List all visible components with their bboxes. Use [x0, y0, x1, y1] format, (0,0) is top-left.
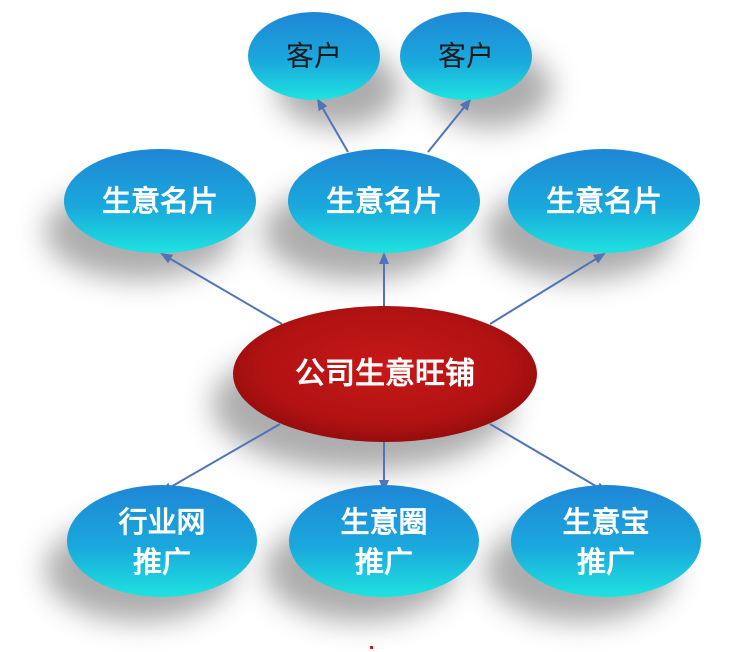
hub-node: 公司生意旺铺 — [233, 306, 537, 442]
promo-node-center: 生意圈 推广 — [289, 485, 479, 597]
customer-label: 客户 — [286, 40, 342, 73]
arrow-hub-to-card-right — [489, 252, 606, 325]
card-node-right: 生意名片 — [508, 149, 700, 253]
card-label: 生意名片 — [546, 184, 662, 218]
promo-label-line2: 推广 — [577, 545, 635, 579]
card-node-center: 生意名片 — [288, 149, 480, 253]
card-node-left: 生意名片 — [64, 149, 256, 253]
hub-label: 公司生意旺铺 — [295, 357, 475, 392]
promo-label-line1: 行业网 — [117, 505, 205, 539]
customer-label: 客户 — [438, 40, 494, 73]
customer-node-right: 客户 — [400, 12, 532, 100]
arrow-hub-to-promo-left — [160, 423, 281, 493]
arrow-hub-to-promo-right — [489, 423, 608, 494]
promo-node-right: 生意宝 推广 — [511, 485, 701, 597]
promo-node-left: 行业网 推广 — [67, 485, 257, 597]
promo-label-line1: 生意圈 — [340, 505, 427, 539]
promo-label-line2: 推广 — [355, 545, 413, 579]
arrow-hub-to-card-left — [160, 252, 283, 325]
arrow-card-to-customer-right — [427, 98, 472, 153]
card-label: 生意名片 — [102, 184, 218, 218]
promo-label-line2: 推广 — [133, 545, 191, 579]
connectors — [160, 98, 608, 494]
customer-node-left: 客户 — [248, 12, 380, 100]
promo-label-line1: 生意宝 — [562, 505, 649, 539]
decorative-dot — [370, 646, 373, 649]
card-label: 生意名片 — [326, 184, 442, 218]
arrow-card-to-customer-left — [317, 98, 349, 153]
